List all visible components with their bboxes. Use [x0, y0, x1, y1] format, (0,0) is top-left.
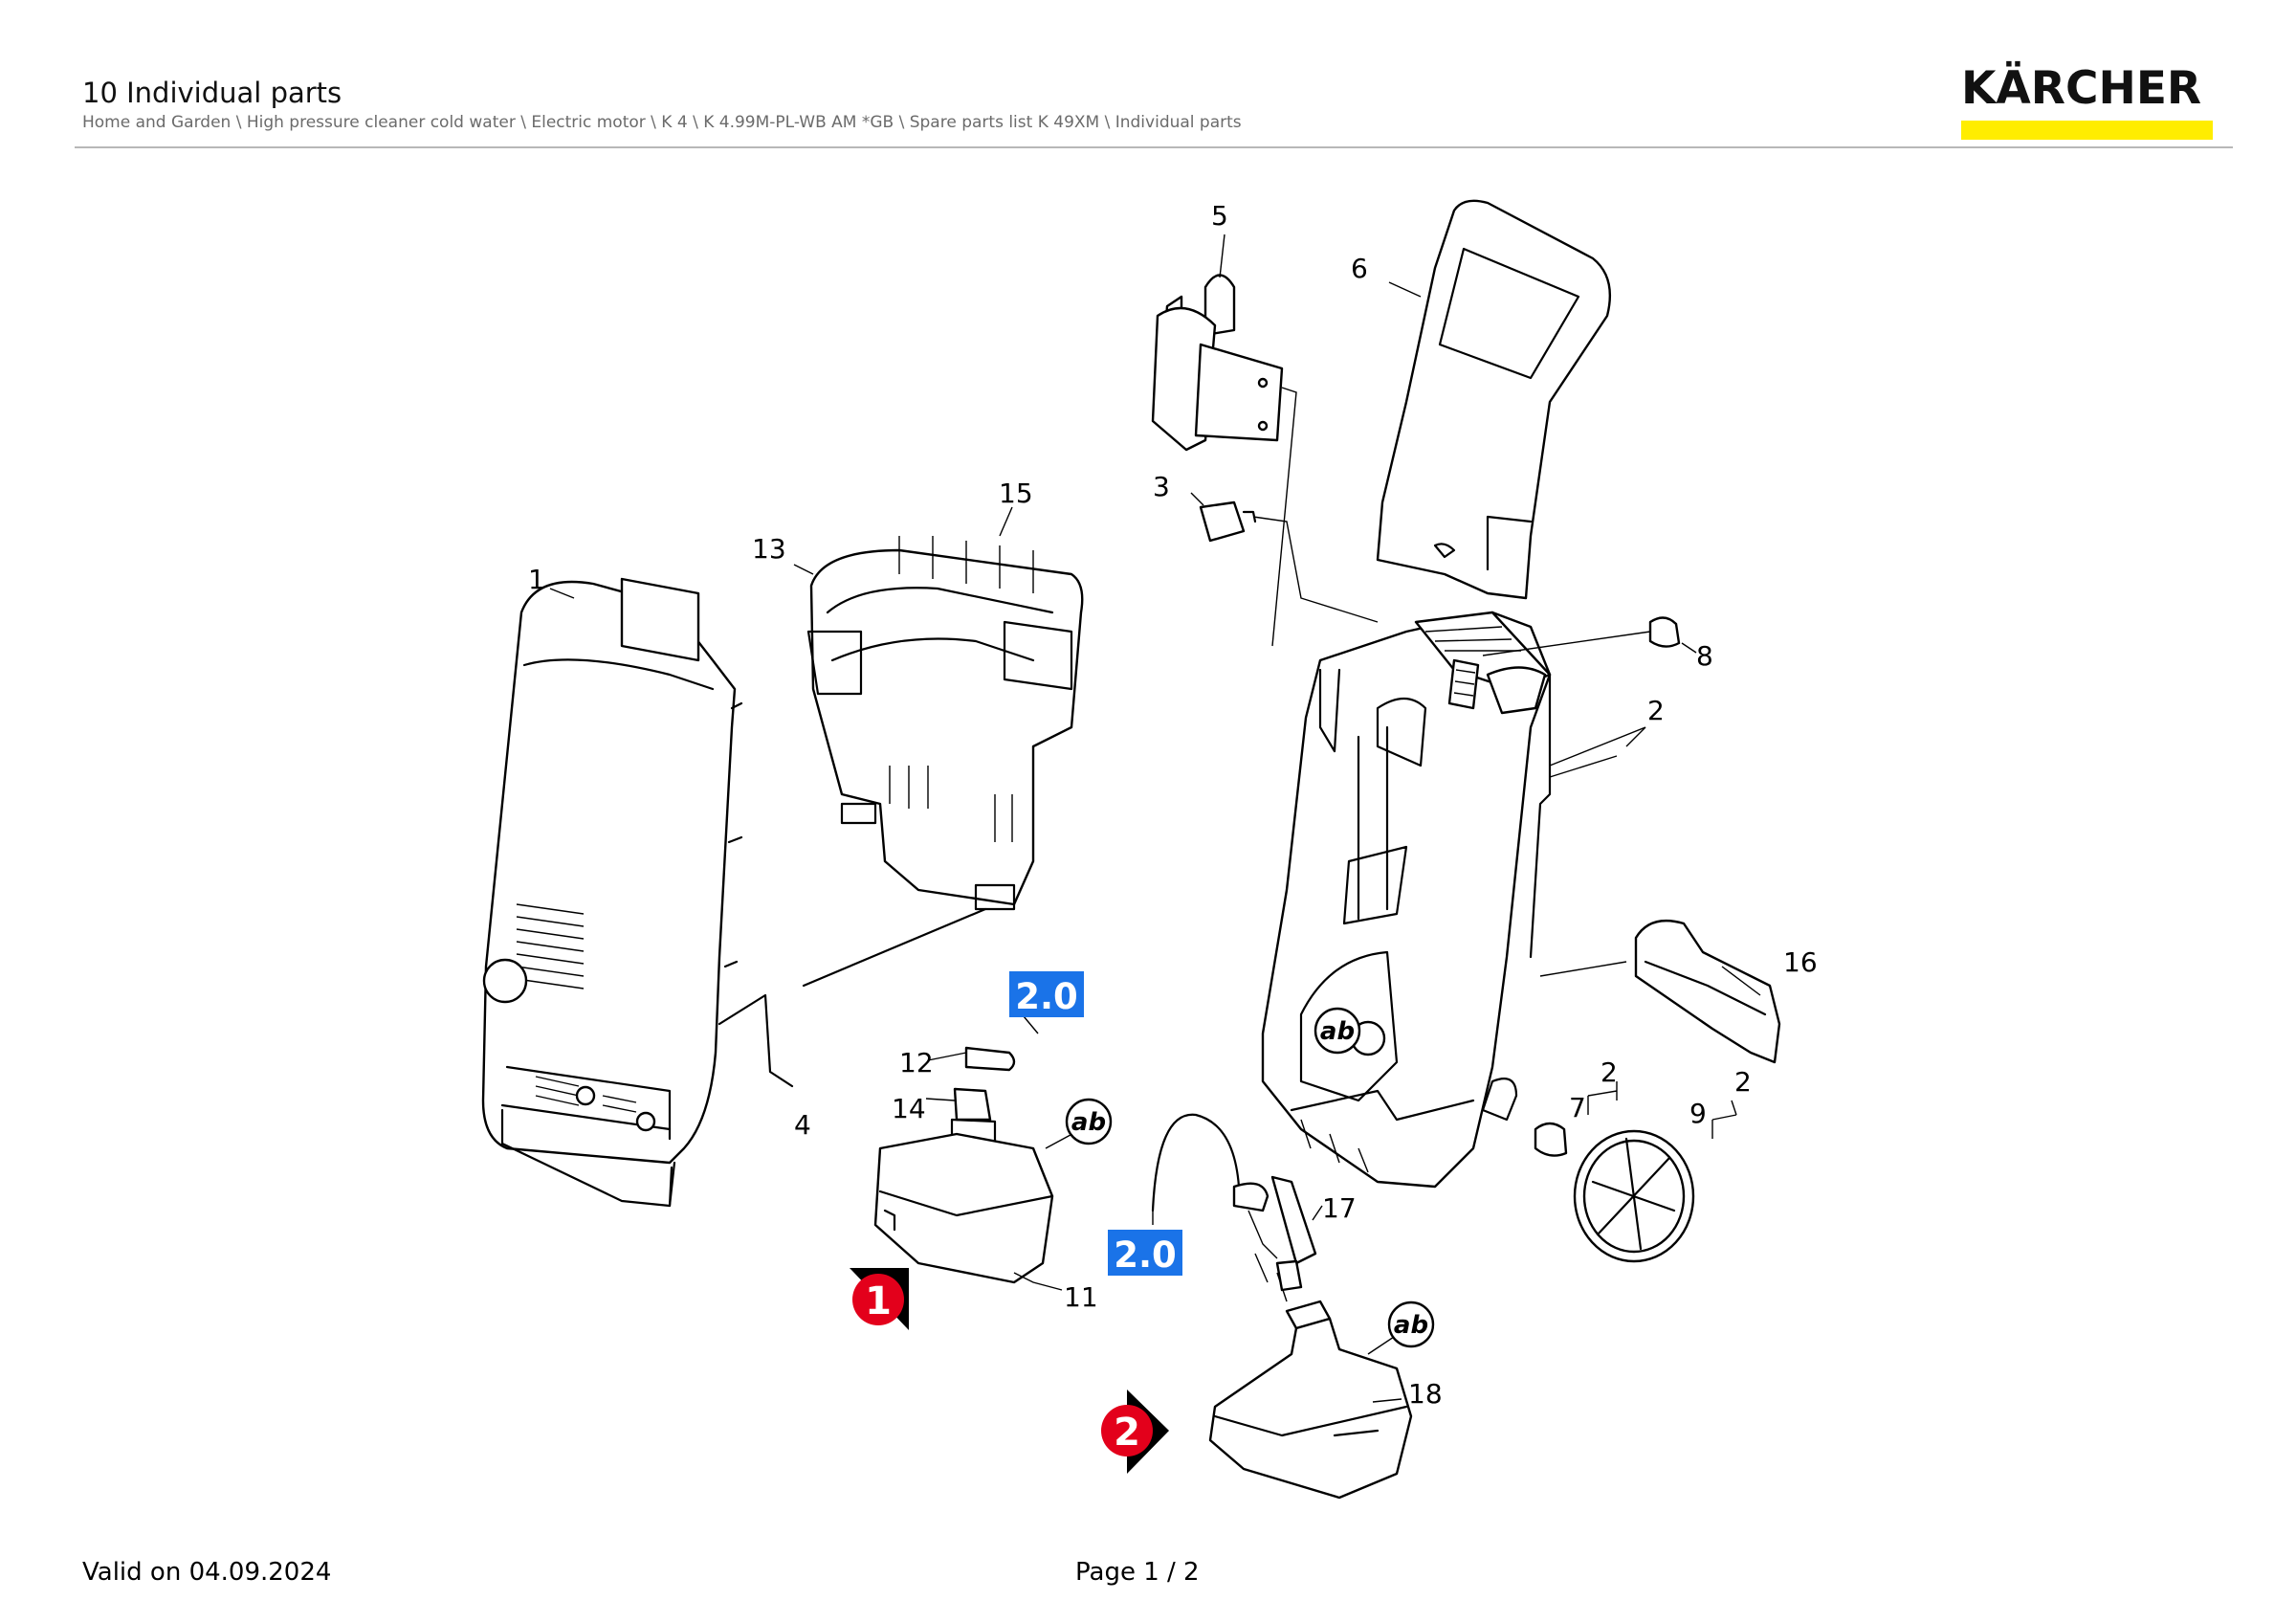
ref-box-bottom[interactable]: 2.0 — [1108, 1230, 1182, 1276]
label-part-9: 9 — [1689, 1098, 1707, 1129]
part-detergent-tank — [873, 1046, 1063, 1291]
breadcrumb: Home and Garden \ High pressure cleaner … — [82, 113, 1242, 132]
label-part-4: 4 — [794, 1109, 811, 1141]
label-part-13: 13 — [752, 533, 786, 565]
logo-text: KÄRCHER — [1961, 62, 2202, 115]
ref-box-top-bg — [1009, 971, 1084, 1017]
ab-symbol: ab — [1387, 1301, 1435, 1348]
label-part-12: 12 — [899, 1047, 934, 1078]
karcher-logo: KÄRCHER — [1961, 65, 2219, 140]
ab-symbol-text: ab — [1394, 1311, 1428, 1340]
ref-box-bottom-label: 2.0 — [1114, 1234, 1177, 1276]
marker-1[interactable]: 1 — [850, 1268, 909, 1330]
label-part-2: 2 — [1601, 1056, 1618, 1088]
ab-symbol-text: ab — [1320, 1017, 1355, 1046]
ab-symbol: ab — [1065, 1098, 1113, 1145]
part-plug — [1199, 500, 1379, 623]
page-number: Page 1 / 2 — [1075, 1558, 1200, 1587]
ab-symbol: ab — [1314, 1007, 1361, 1055]
part-cover-plate — [1634, 919, 1781, 1064]
label-part-17: 17 — [1322, 1192, 1357, 1224]
label-part-1: 1 — [528, 564, 545, 595]
logo-yellow-bar — [1961, 121, 2213, 140]
valid-date: Valid on 04.09.2024 — [82, 1558, 332, 1587]
ref-box-top-label: 2.0 — [1015, 976, 1078, 1017]
ref-box-top[interactable]: 2.0 — [1009, 971, 1084, 1017]
part-hose-holder — [1151, 274, 1297, 647]
part-motor-carrier — [802, 536, 1084, 988]
label-part-6: 6 — [1351, 253, 1368, 284]
part-front-cover — [481, 577, 794, 1208]
header-divider — [75, 146, 2233, 148]
ref-box-bottom-bg — [1108, 1230, 1182, 1276]
label-part-15: 15 — [999, 478, 1033, 509]
ab-symbol-text: ab — [1071, 1108, 1106, 1137]
marker-2-label: 2 — [1114, 1411, 1140, 1455]
part-knob — [1482, 616, 1681, 656]
label-part-7: 7 — [1569, 1092, 1586, 1123]
part-detergent-hose-tank — [1151, 1113, 1413, 1500]
part-wheel — [1534, 1122, 1695, 1263]
label-part-3: 3 — [1153, 471, 1170, 502]
page-title: 10 Individual parts — [82, 77, 342, 109]
label-part-2: 2 — [1734, 1066, 1752, 1098]
part-handle — [1376, 199, 1611, 600]
label-part-8: 8 — [1696, 640, 1713, 672]
label-part-14: 14 — [892, 1093, 926, 1124]
label-part-16: 16 — [1783, 946, 1818, 978]
marker-1-label: 1 — [865, 1279, 892, 1323]
label-part-18: 18 — [1408, 1378, 1443, 1410]
label-part-11: 11 — [1064, 1281, 1098, 1313]
marker-2-circle — [1101, 1405, 1153, 1456]
label-part-2: 2 — [1647, 695, 1665, 726]
marker-2[interactable]: 2 — [1101, 1390, 1169, 1474]
label-part-5: 5 — [1211, 200, 1228, 232]
marker-1-circle — [852, 1274, 904, 1325]
